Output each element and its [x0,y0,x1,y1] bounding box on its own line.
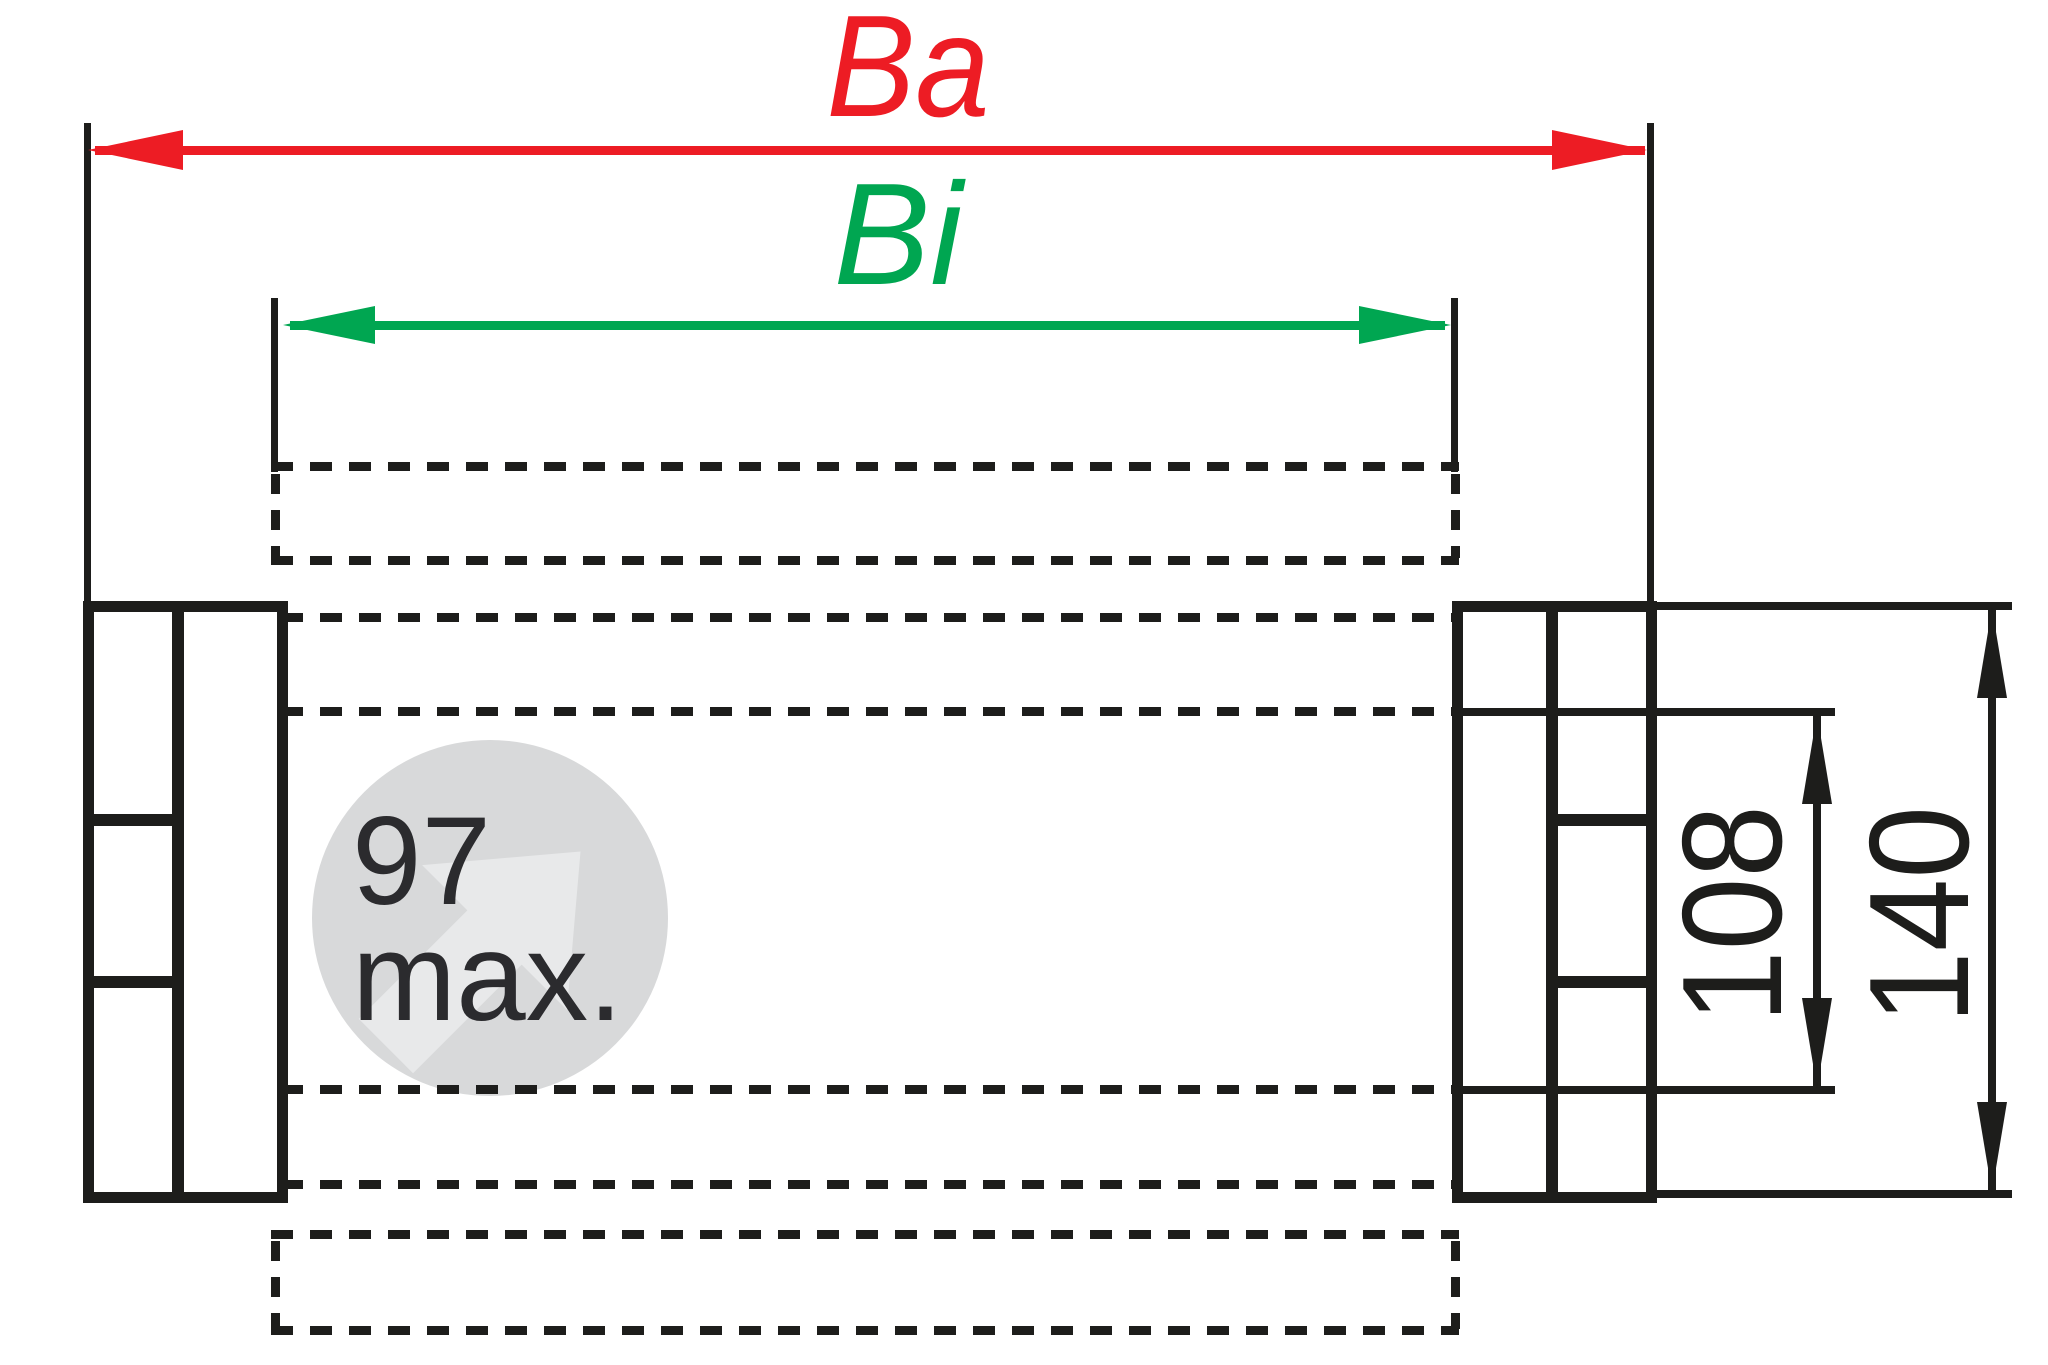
dim140-label: 140 [1840,806,1999,1024]
ba-extension-line-left [84,123,91,603]
dashed-line-inner-top-2 [281,707,1452,716]
bi-arrowhead-left [283,306,375,344]
ba-dimension-label: Ba [826,0,990,147]
right-bracket-inner-vertical [1546,601,1558,1203]
left-bracket-outline [83,601,288,1203]
dashed-line-inner-bottom-1 [281,1085,1452,1094]
ba-arrowhead-right [1552,130,1647,170]
watermark-circle [312,740,668,1096]
left-bracket-inner-vertical [172,601,184,1203]
dim140-dimension-line [1988,610,1996,1190]
dim140-arrowhead-down [1977,1102,2007,1192]
dashed-line-inner-top-1 [281,613,1452,622]
ba-arrowhead-left [88,130,183,170]
bi-extension-line-left [271,298,278,472]
dim108-dimension-line [1813,716,1821,1088]
dim140-arrowhead-up [1977,608,2007,698]
left-bracket-divider-lower [94,976,172,988]
dashed-edge-bottom-left [271,1241,280,1329]
ba-extension-line-right [1647,123,1654,603]
dim108-arrowhead-down [1802,998,1832,1088]
bi-extension-line-right [1451,298,1458,472]
dashed-edge-bottom-right [1451,1241,1460,1329]
bi-dimension-label: Bi [833,153,963,315]
dim140-extension-line-top [1657,602,2012,610]
dashed-line-crossbar-bottom-lower [271,1326,1459,1335]
watermark-text: 97 max. [352,792,623,1048]
bi-dimension-line [290,321,1445,330]
right-bracket-divider-lower [1558,976,1646,988]
dim108-extension-line-top [1452,708,1835,716]
dashed-edge-top-right [1451,474,1460,558]
dashed-line-crossbar-bottom-upper [271,1230,1459,1239]
left-bracket-divider-upper [94,814,172,826]
watermark-value: 97 [352,792,492,931]
watermark-suffix: max. [352,908,623,1048]
dashed-line-crossbar-top-lower [271,556,1459,565]
bi-arrowhead-right [1359,306,1451,344]
dim108-arrowhead-up [1802,714,1832,804]
dashed-line-inner-bottom-2 [281,1180,1452,1189]
right-bracket-divider-upper [1558,814,1646,826]
dim108-extension-line-bottom [1452,1086,1835,1094]
dim140-extension-line-bottom [1657,1190,2012,1198]
dim108-label: 108 [1653,805,1812,1023]
ba-dimension-line [95,146,1645,155]
dashed-line-crossbar-top-upper [271,462,1459,471]
dashed-edge-top-left [271,474,280,558]
